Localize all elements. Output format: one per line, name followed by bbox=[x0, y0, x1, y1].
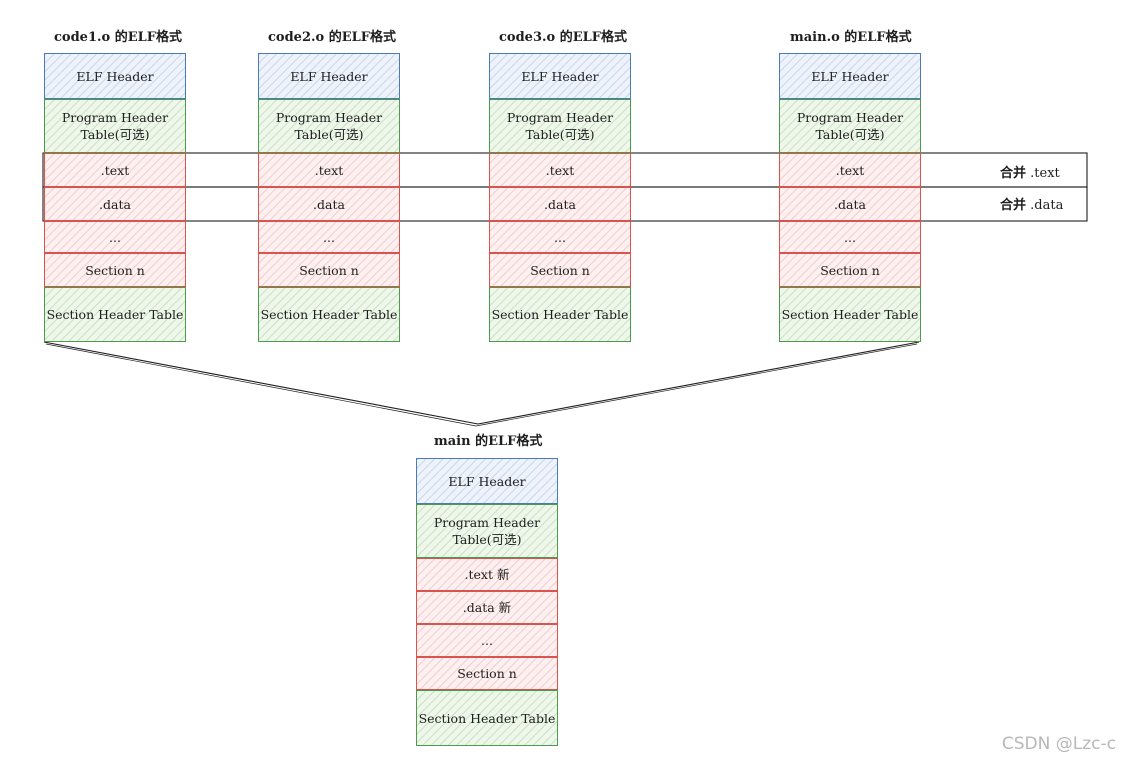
section-header-table: Section Header Table bbox=[44, 287, 186, 342]
merge-data-suffix: .data bbox=[1030, 198, 1064, 213]
program-header-line1: Program Header bbox=[275, 110, 383, 125]
program-header-line2: Table(可选) bbox=[80, 127, 150, 142]
program-header-line1: Program Header bbox=[506, 110, 614, 125]
column-title: code2.o 的ELF格式 bbox=[268, 30, 396, 45]
section-header-table: Section Header Table bbox=[258, 287, 400, 342]
result-title: main 的ELF格式 bbox=[434, 434, 543, 449]
merge-text-label: 合并 .text bbox=[1000, 162, 1060, 181]
text-section: .text bbox=[258, 153, 400, 187]
program-header-line2: Table(可选) bbox=[294, 127, 364, 142]
result-elf-header: ELF Header bbox=[416, 458, 558, 504]
section-n: Section n bbox=[44, 253, 186, 287]
data-section: .data bbox=[489, 187, 631, 221]
program-header-line1: Program Header bbox=[61, 110, 169, 125]
result-text-section: .text 新 bbox=[416, 558, 558, 591]
result-section-header-table: Section Header Table bbox=[416, 690, 558, 746]
merge-text-prefix: 合并 bbox=[1000, 166, 1027, 181]
result-ellipsis-section: ... bbox=[416, 624, 558, 657]
data-section: .data bbox=[779, 187, 921, 221]
column-title: main.o 的ELF格式 bbox=[790, 30, 912, 45]
section-header-table: Section Header Table bbox=[779, 287, 921, 342]
merge-data-prefix: 合并 bbox=[1000, 198, 1027, 213]
merge-line-right bbox=[477, 341, 920, 425]
text-section: .text bbox=[779, 153, 921, 187]
text-section: .text bbox=[44, 153, 186, 187]
result-program-header-line2: Table(可选) bbox=[452, 532, 522, 547]
elf-header: ELF Header bbox=[779, 53, 921, 99]
elf-header: ELF Header bbox=[44, 53, 186, 99]
merge-line-right-2 bbox=[475, 343, 918, 427]
section-n: Section n bbox=[489, 253, 631, 287]
ellipsis-section: ... bbox=[258, 221, 400, 253]
merge-data-label: 合并 .data bbox=[1000, 194, 1063, 213]
text-section: .text bbox=[489, 153, 631, 187]
result-section-n: Section n bbox=[416, 657, 558, 690]
ellipsis-section: ... bbox=[779, 221, 921, 253]
program-header-line2: Table(可选) bbox=[525, 127, 595, 142]
merge-line-left-2 bbox=[45, 343, 477, 427]
section-n: Section n bbox=[779, 253, 921, 287]
elf-header: ELF Header bbox=[258, 53, 400, 99]
program-header-line1: Program Header bbox=[796, 110, 904, 125]
section-header-table: Section Header Table bbox=[489, 287, 631, 342]
column-title: code3.o 的ELF格式 bbox=[499, 30, 627, 45]
section-n: Section n bbox=[258, 253, 400, 287]
elf-header: ELF Header bbox=[489, 53, 631, 99]
ellipsis-section: ... bbox=[489, 221, 631, 253]
result-program-header-line1: Program Header bbox=[433, 515, 541, 530]
data-section: .data bbox=[258, 187, 400, 221]
merge-text-suffix: .text bbox=[1030, 166, 1060, 181]
result-data-section: .data 新 bbox=[416, 591, 558, 624]
column-title: code1.o 的ELF格式 bbox=[54, 30, 182, 45]
program-header-line2: Table(可选) bbox=[815, 127, 885, 142]
watermark: CSDN @Lzc-c bbox=[1001, 734, 1116, 754]
merge-line-left bbox=[43, 341, 479, 425]
data-section: .data bbox=[44, 187, 186, 221]
ellipsis-section: ... bbox=[44, 221, 186, 253]
